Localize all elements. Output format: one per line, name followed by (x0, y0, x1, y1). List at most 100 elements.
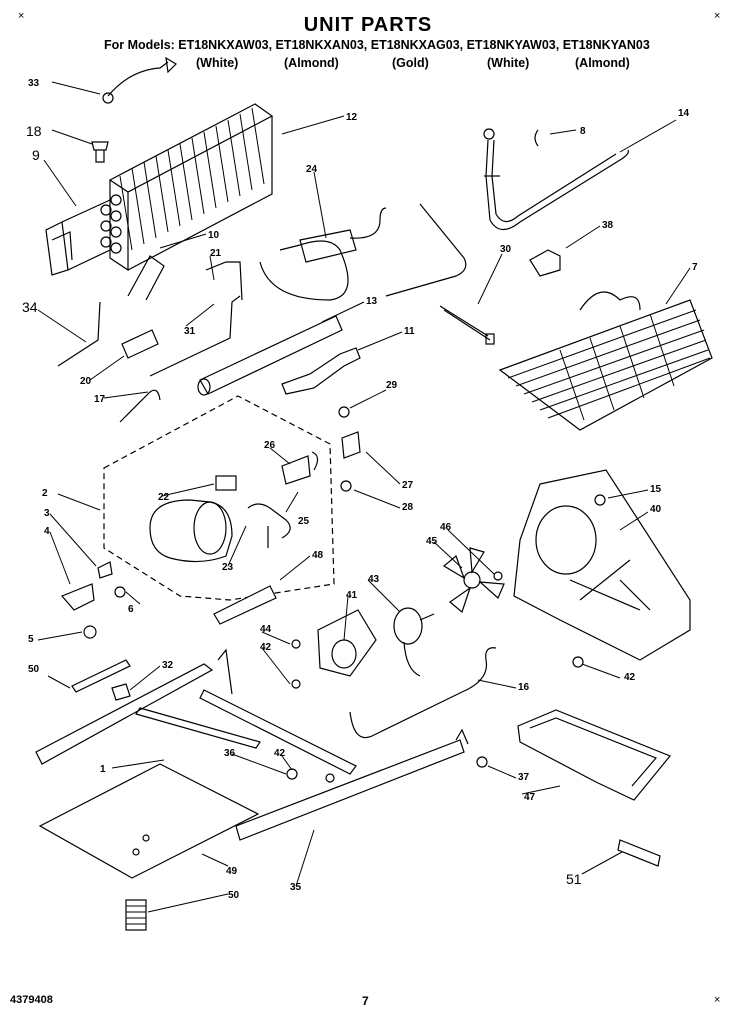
overload-26 (281, 451, 319, 485)
screw-37 (476, 756, 488, 768)
callout-32: 32 (162, 660, 174, 671)
screw-15 (594, 494, 606, 506)
callout-12: 12 (346, 112, 358, 123)
corner-mark: × (18, 10, 25, 22)
screw-29 (338, 406, 350, 418)
bracket-4 (60, 583, 95, 611)
condenser-bracket (45, 199, 111, 276)
tube-10 (127, 255, 165, 301)
callout-28: 28 (402, 502, 414, 513)
wire-harness-25 (247, 503, 291, 548)
callout-1: 1 (100, 764, 106, 775)
callout-18: 18 (26, 123, 42, 139)
callout-42-right: 42 (624, 672, 636, 683)
callout-30: 30 (500, 244, 512, 255)
callout-26: 26 (264, 440, 276, 451)
filter-drier (281, 347, 361, 395)
base-panel (38, 763, 260, 879)
callout-33: 33 (28, 78, 40, 89)
callout-50: 50 (228, 890, 240, 901)
callout-6: 6 (128, 604, 134, 615)
callout-20: 20 (80, 376, 92, 387)
color-label: (Almond) (575, 56, 630, 70)
callout-11: 11 (404, 326, 415, 337)
callout-9: 9 (32, 147, 40, 163)
doc-number: 4379408 (10, 994, 53, 1006)
base-frame (35, 648, 469, 841)
fan-bracket (513, 469, 691, 661)
nut-6 (114, 586, 126, 598)
screw-42b (572, 656, 584, 668)
drier-20 (121, 329, 159, 359)
screw-42c (286, 768, 298, 780)
callout-3: 3 (44, 508, 50, 519)
callout-35: 35 (290, 882, 302, 893)
callout-43: 43 (368, 574, 380, 585)
callout-8: 8 (580, 126, 586, 137)
callout-42: 42 (260, 642, 272, 653)
callout-27: 27 (402, 480, 414, 491)
grommet-5 (83, 625, 97, 639)
grommet-3 (97, 561, 113, 579)
leader-lines (37, 81, 691, 913)
color-label: (White) (196, 56, 239, 70)
callout-37: 37 (518, 772, 530, 783)
clip (534, 129, 539, 147)
callout-34: 34 (22, 299, 38, 315)
motor-bracket (317, 609, 377, 677)
callout-41: 41 (346, 590, 358, 601)
callout-30-left: 50 (28, 664, 40, 675)
callout-4: 4 (44, 526, 50, 537)
callout-46: 46 (440, 522, 452, 533)
callout-25: 25 (298, 516, 310, 527)
callout-36: 36 (224, 748, 236, 759)
callout-48: 48 (312, 550, 324, 561)
screw-44 (291, 639, 301, 649)
callout-31: 31 (184, 326, 196, 337)
callout-15: 15 (650, 484, 662, 495)
drain-plug (529, 249, 561, 277)
models-line: For Models: ET18NKXAW03, ET18NKXAN03, ET… (104, 38, 650, 52)
capillary-tube (259, 203, 467, 301)
clip-32 (111, 683, 131, 701)
evaporator-coil (498, 291, 713, 431)
callout-23: 23 (222, 562, 234, 573)
tube-17 (119, 389, 161, 423)
callout-13: 13 (366, 296, 378, 307)
callout-49: 49 (226, 866, 238, 877)
grommet (91, 141, 109, 163)
color-label: (Almond) (284, 56, 339, 70)
drain-pan (517, 709, 671, 801)
defrost-heater (483, 128, 629, 231)
callout-24: 24 (306, 164, 318, 175)
callout-38: 38 (602, 220, 614, 231)
suction-tube (197, 315, 343, 396)
screw-36 (325, 773, 335, 783)
color-label: (Gold) (392, 56, 429, 70)
callout-40: 40 (650, 504, 662, 515)
tube-34 (57, 301, 101, 367)
callout-7: 7 (692, 262, 698, 273)
callout-29: 29 (386, 380, 398, 391)
callout-5: 5 (28, 634, 34, 645)
leveling-spring (125, 899, 147, 931)
fan-blade (442, 547, 505, 614)
callout-51: 51 (566, 871, 582, 887)
fan-motor (393, 607, 435, 677)
cable-strap (439, 305, 495, 345)
callout-16: 16 (518, 682, 530, 693)
connector-27 (341, 431, 361, 459)
tube-31 (149, 295, 241, 377)
callout-44: 44 (260, 624, 272, 635)
drain-tube (349, 647, 497, 739)
compressor-group-outline (103, 395, 335, 601)
callout-21: 21 (210, 248, 222, 259)
condenser-coil (100, 103, 274, 272)
tube-48 (213, 585, 277, 625)
grommet-28 (340, 480, 352, 492)
tube-51 (617, 839, 661, 867)
callout-45: 45 (426, 536, 438, 547)
screw-42 (291, 679, 301, 689)
corner-mark: × (714, 10, 721, 22)
